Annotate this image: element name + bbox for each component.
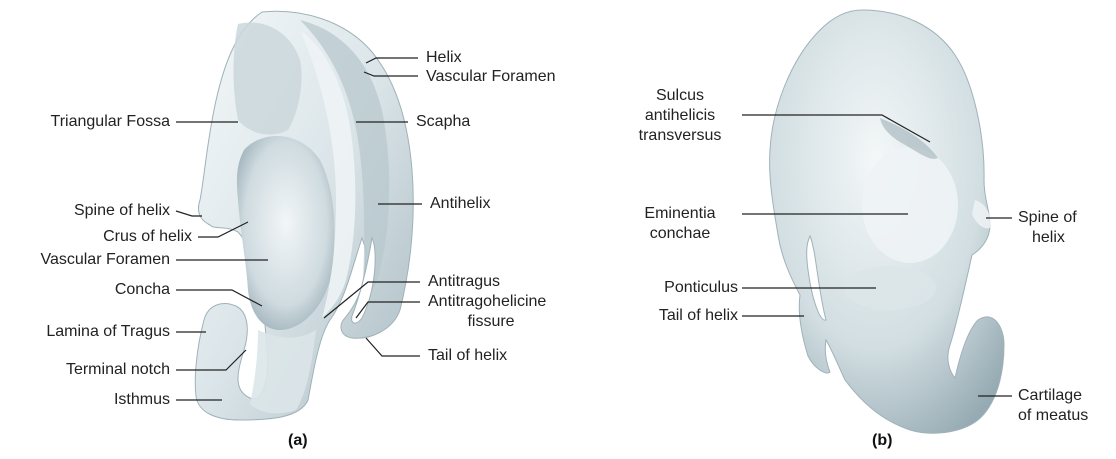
caption-b: (b) xyxy=(872,432,892,450)
label-antitragohelicine-1: Antitragohelicine xyxy=(428,292,546,311)
label-tail-of-helix-b: Tail of helix xyxy=(659,306,738,325)
label-vascular-foramen-mid: Vascular Foramen xyxy=(40,250,170,269)
label-sulcus-1: Sulcus xyxy=(622,86,738,105)
eminentia-shape xyxy=(862,147,958,263)
label-crus-of-helix: Crus of helix xyxy=(103,227,192,246)
ear-a-illustration xyxy=(195,11,413,420)
label-eminentia-1: Eminentia xyxy=(622,204,738,223)
label-lamina-of-tragus: Lamina of Tragus xyxy=(46,322,170,341)
label-scapha: Scapha xyxy=(416,112,470,131)
label-antitragus: Antitragus xyxy=(428,272,500,291)
label-spine-b-1: Spine of xyxy=(1018,208,1077,227)
label-cartilage-1: Cartilage xyxy=(1018,386,1082,405)
ear-b-illustration xyxy=(770,10,1004,433)
label-isthmus: Isthmus xyxy=(114,390,170,409)
label-terminal-notch: Terminal notch xyxy=(66,360,170,379)
label-sulcus-2: antihelicis xyxy=(622,106,738,125)
label-tail-of-helix-a: Tail of helix xyxy=(428,346,507,365)
label-triangular-fossa: Triangular Fossa xyxy=(51,112,170,131)
label-concha: Concha xyxy=(115,280,170,299)
label-vascular-foramen-top: Vascular Foramen xyxy=(426,67,556,86)
label-antihelix: Antihelix xyxy=(430,194,490,213)
label-cartilage-2: of meatus xyxy=(1018,406,1088,425)
label-eminentia-2: conchae xyxy=(622,224,738,243)
label-spine-of-helix: Spine of helix xyxy=(74,201,170,220)
label-antitragohelicine-2: fissure xyxy=(428,312,554,331)
label-spine-b-2: helix xyxy=(1032,228,1065,247)
label-helix: Helix xyxy=(426,48,462,67)
caption-a: (a) xyxy=(288,432,308,450)
label-sulcus-3: transversus xyxy=(622,126,738,145)
label-ponticulus: Ponticulus xyxy=(664,278,738,297)
